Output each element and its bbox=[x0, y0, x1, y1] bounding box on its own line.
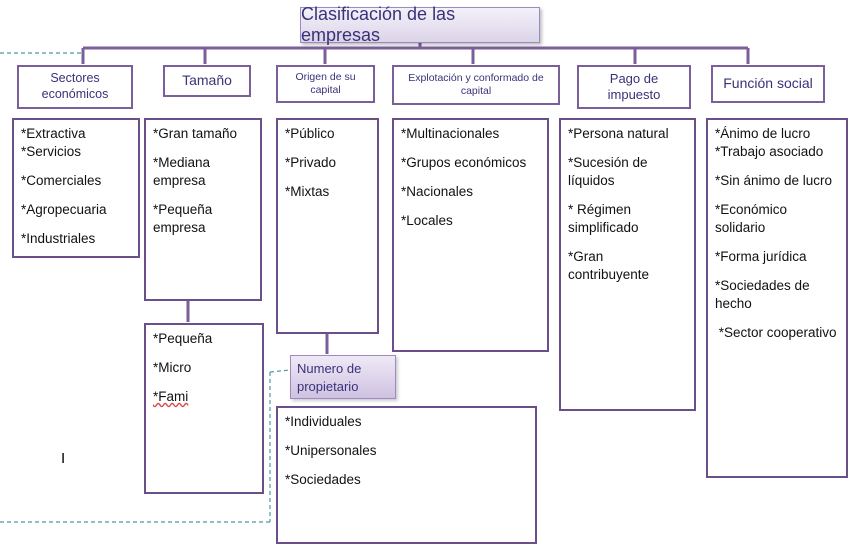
header-explotacion: Explotación y conformado de capital bbox=[392, 65, 560, 105]
header-pago: Pago de impuesto bbox=[577, 65, 691, 109]
text-cursor: I bbox=[61, 450, 66, 467]
header-tamano: Tamaño bbox=[163, 65, 251, 97]
header-line: impuesto bbox=[607, 87, 661, 102]
content-origen: *Público *Privado *Mixtas bbox=[276, 118, 379, 334]
header-line: Numero de bbox=[297, 361, 362, 376]
list-item: *Extractiva *Servicios bbox=[21, 126, 86, 159]
content-sectores: *Extractiva *Servicios *Comerciales *Agr… bbox=[12, 118, 140, 258]
list-item: *Sociedades bbox=[285, 472, 361, 487]
header-funcion: Función social bbox=[711, 65, 825, 103]
list-item: *Grupos económicos bbox=[401, 155, 527, 170]
header-sectores: Sectores económicos bbox=[17, 65, 133, 109]
list-item: *Multinacionales bbox=[401, 126, 500, 141]
header-line: Tamaño bbox=[182, 72, 232, 89]
list-item: *Mediana empresa bbox=[153, 155, 211, 188]
header-line: Origen de su bbox=[295, 70, 356, 83]
header-line: propietario bbox=[297, 379, 359, 394]
header-line: Función social bbox=[723, 75, 813, 92]
list-item: *Sociedades de hecho bbox=[715, 278, 810, 311]
list-item: * Régimen simplificado bbox=[568, 202, 639, 235]
header-line: Explotación y conformado de bbox=[408, 71, 544, 84]
list-item: *Industriales bbox=[21, 231, 96, 246]
content-pago: *Persona natural *Sucesión de líquidos *… bbox=[559, 118, 696, 411]
list-item: *Persona natural bbox=[568, 126, 669, 141]
list-item: *Forma jurídica bbox=[715, 249, 807, 264]
list-item: *Gran contribuyente bbox=[568, 249, 650, 282]
list-item: *Mixtas bbox=[285, 184, 330, 199]
diagram-title: Clasificación de las empresas bbox=[300, 4, 540, 45]
header-line: Pago de bbox=[609, 70, 659, 86]
list-item: *Nacionales bbox=[401, 184, 474, 199]
list-item: *Sucesión de líquidos bbox=[568, 155, 648, 188]
list-item: *Fami bbox=[153, 389, 189, 404]
list-item: *Gran tamaño bbox=[153, 126, 238, 141]
content-tamano-sub: *Pequeña *Micro *Fami bbox=[144, 323, 264, 494]
content-funcion: *Ánimo de lucro *Trabajo asociado *Sin á… bbox=[706, 118, 848, 478]
list-item: *Privado bbox=[285, 155, 337, 170]
header-line: económicos bbox=[41, 87, 109, 101]
list-item: *Comerciales bbox=[21, 173, 102, 188]
list-item: *Locales bbox=[401, 213, 453, 228]
header-line: Sectores bbox=[50, 71, 100, 86]
list-item: *Unipersonales bbox=[285, 443, 377, 458]
list-item: *Económico solidario bbox=[715, 202, 788, 235]
list-item: *Pequeña empresa bbox=[153, 202, 213, 235]
list-item: *Público bbox=[285, 126, 335, 141]
list-item: *Individuales bbox=[285, 414, 362, 429]
list-item: *Agropecuaria bbox=[21, 202, 107, 217]
content-explotacion: *Multinacionales *Grupos económicos *Nac… bbox=[392, 118, 549, 352]
list-item: *Micro bbox=[153, 360, 192, 375]
header-line: capital bbox=[310, 84, 341, 96]
list-item: *Pequeña bbox=[153, 331, 213, 346]
list-item: *Ánimo de lucro *Trabajo asociado bbox=[715, 126, 824, 159]
list-item: *Sin ánimo de lucro bbox=[715, 173, 833, 188]
content-numero-propietario: *Individuales *Unipersonales *Sociedades bbox=[276, 406, 537, 544]
content-tamano: *Gran tamaño *Mediana empresa *Pequeña e… bbox=[144, 118, 262, 301]
header-origen: Origen de su capital bbox=[276, 65, 375, 103]
list-item: *Sector cooperativo bbox=[715, 325, 837, 340]
header-numero-propietario: Numero de propietario bbox=[290, 355, 396, 399]
header-line: capital bbox=[460, 85, 492, 97]
